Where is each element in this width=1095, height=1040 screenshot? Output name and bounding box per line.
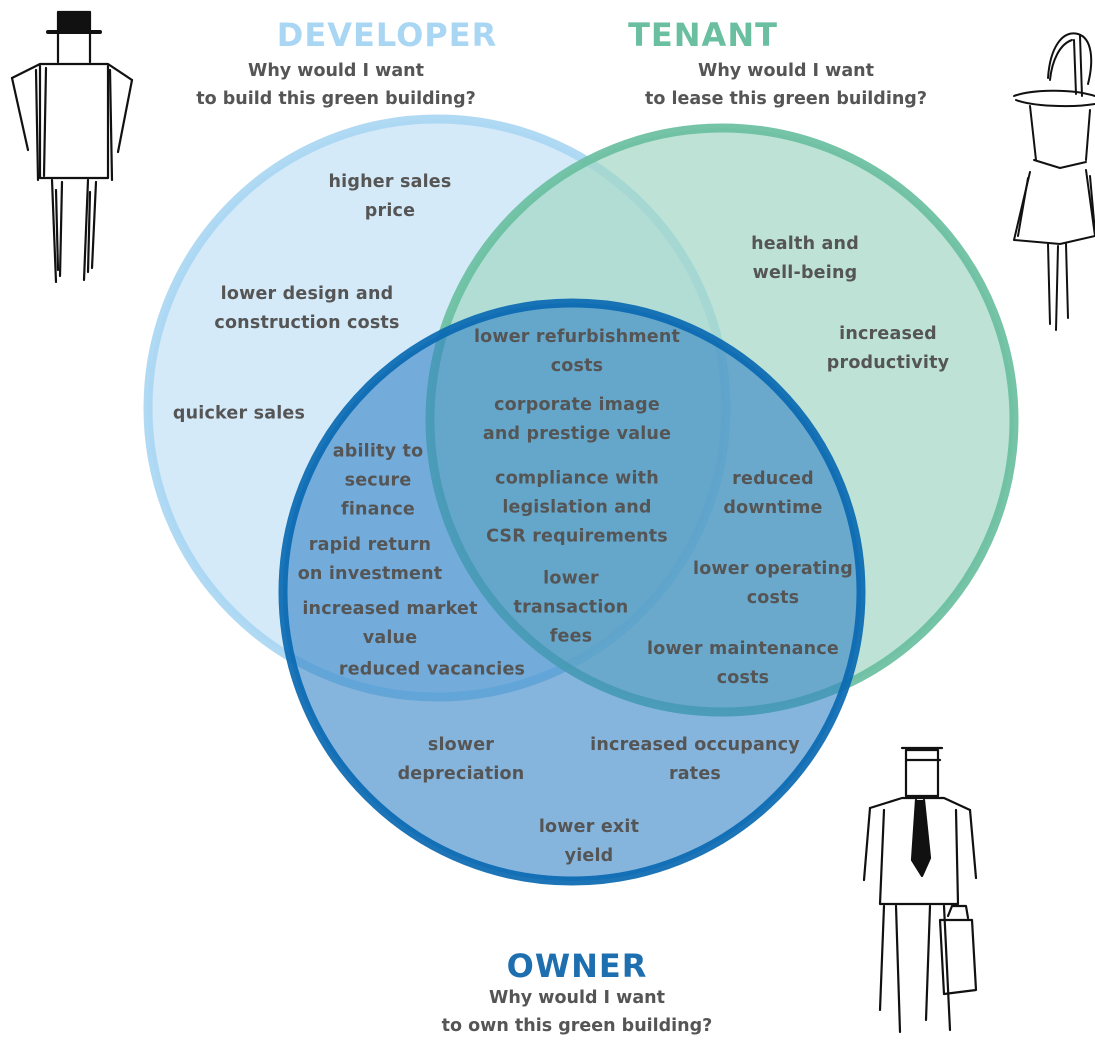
developer-owner-item: increased market value [302,599,478,648]
owner-question: Why would I want to own this green build… [441,988,713,1036]
developer-owner-item: reduced vacancies [338,659,526,680]
developer-item: quicker sales [172,403,306,424]
owner-circle [278,298,866,886]
owner-title: OWNER [506,947,648,985]
businessman-sketch-icon [862,746,978,1034]
woman-sketch-icon [1013,32,1095,331]
tenant-item: health and well-being [751,234,859,283]
all-three-item: lower refurbishment costs [473,327,681,376]
all-three-item: corporate image and prestige value [482,395,672,444]
tenant-item: increased productivity [826,324,950,373]
developer-owner-item: rapid return on investment [297,535,443,584]
owner-item: lower exit yield [538,817,640,866]
tenant-owner-item: lower operating costs [693,559,853,608]
tenant-title: TENANT [628,16,778,54]
developer-owner-item: ability to secure finance [332,441,424,520]
developer-item: lower design and construction costs [214,284,400,333]
all-three-item: lower transaction fees [513,568,629,647]
all-three-item: compliance with legislation and CSR requ… [486,468,668,547]
owner-item: increased occupancy rates [590,735,800,784]
man-in-hat-sketch-icon [10,10,134,284]
tenant-question: Why would I want to lease this green bui… [645,61,927,109]
tenant-owner-item: reduced downtime [723,469,823,518]
owner-item: slower depreciation [397,735,525,784]
developer-question: Why would I want to build this green bui… [196,61,476,109]
developer-item: higher sales price [328,172,452,221]
tenant-owner-item: lower maintenance costs [647,639,839,688]
developer-title: DEVELOPER [276,16,498,54]
